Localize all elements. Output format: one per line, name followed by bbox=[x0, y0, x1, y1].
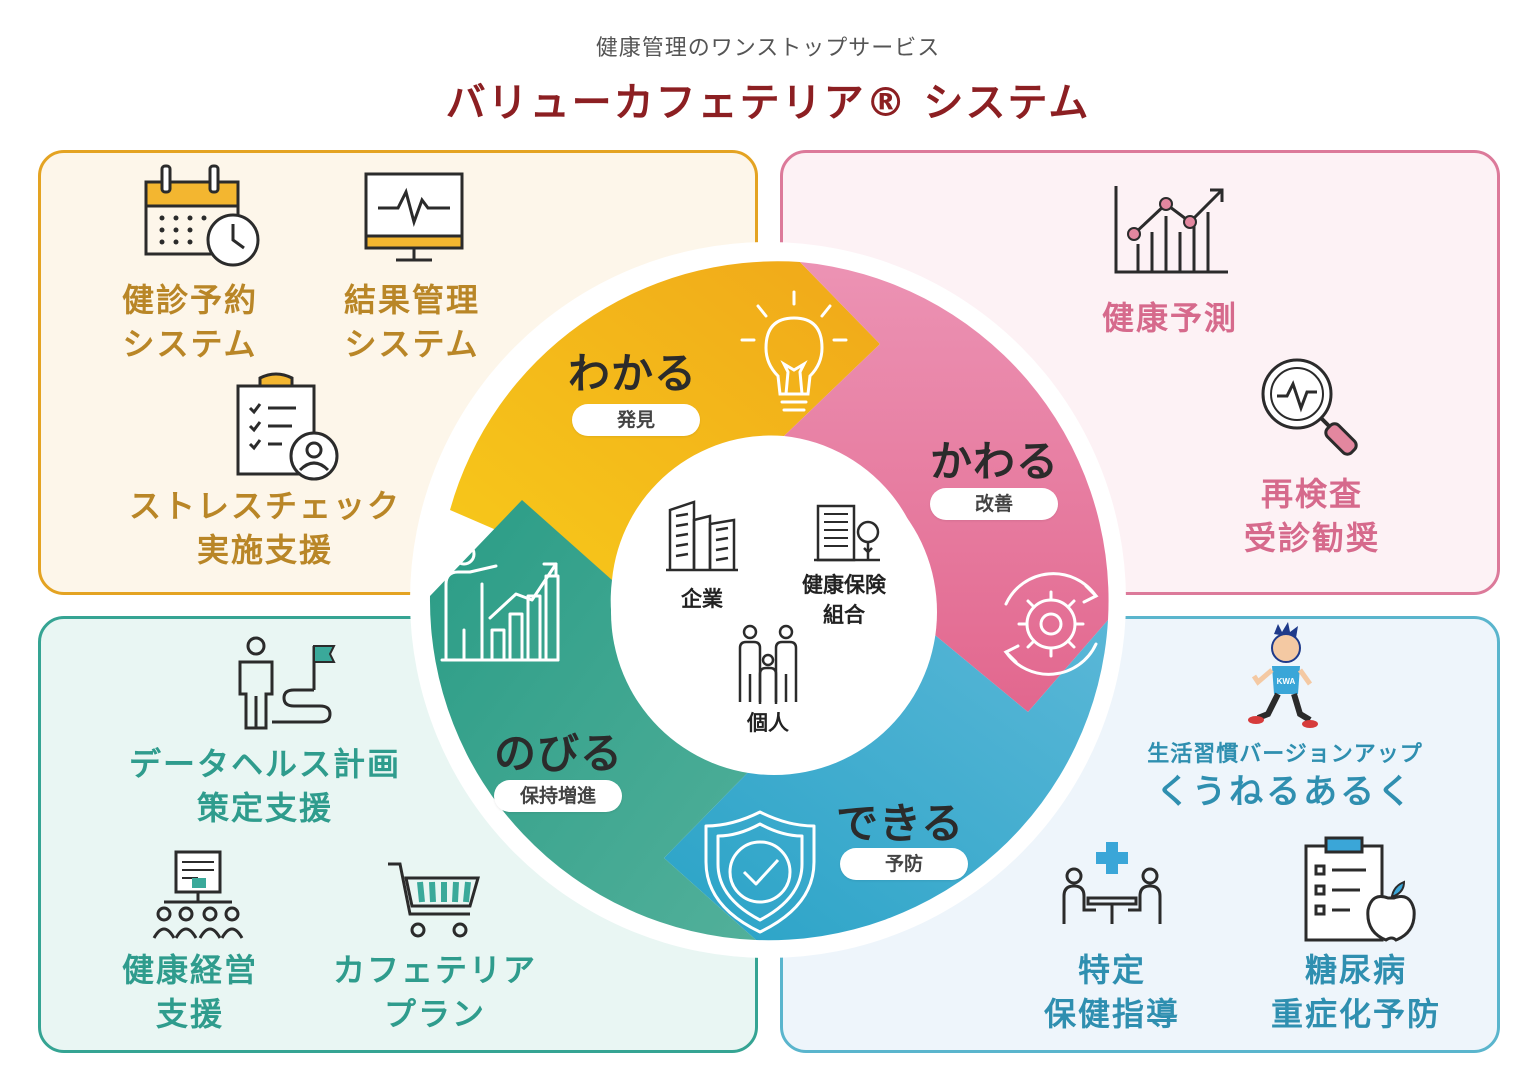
family-icon bbox=[738, 624, 798, 704]
lightbulb-icon bbox=[740, 290, 848, 412]
monitor-pulse-icon bbox=[364, 172, 464, 262]
mascot-title: くうねるあるく bbox=[1155, 772, 1415, 812]
stage-tag-discover: 発見 bbox=[572, 404, 700, 436]
stage-tag-improve: 改善 bbox=[930, 488, 1058, 520]
consultation-icon bbox=[1062, 842, 1162, 924]
stage-word-grow: のびる bbox=[494, 729, 624, 778]
mascot-tagline: 生活習慣バージョンアップ bbox=[1147, 742, 1423, 767]
label-checkup-booking: 健診予約 システム bbox=[121, 281, 258, 363]
company-building-icon bbox=[666, 500, 738, 572]
trend-chart-icon bbox=[1114, 186, 1228, 274]
stage-word-prevent: できる bbox=[836, 799, 965, 848]
cart-icon bbox=[388, 862, 480, 938]
center-company: 企業 bbox=[681, 587, 723, 611]
gear-cycle-icon bbox=[1003, 572, 1099, 676]
person-flag-icon bbox=[238, 636, 336, 730]
segment-prevent bbox=[664, 620, 1108, 941]
label-result-management: 結果管理 システム bbox=[343, 281, 480, 363]
header-subtitle: 健康管理のワンストップサービス bbox=[595, 36, 941, 61]
stage-word-discover: わかる bbox=[568, 349, 698, 398]
insurer-building-icon bbox=[814, 504, 880, 562]
stage-tag-prevent: 予防 bbox=[840, 848, 968, 880]
stage-word-improve: かわる bbox=[930, 437, 1060, 486]
mascot-shirt-text: KWA bbox=[1277, 677, 1296, 686]
label-health-management: 健康経営 支援 bbox=[121, 951, 258, 1033]
label-diabetes-prevention: 糖尿病 重症化予防 bbox=[1270, 951, 1441, 1033]
mascot-runner-icon: KWA bbox=[1248, 622, 1318, 728]
org-chart-icon bbox=[152, 850, 244, 939]
center-individual: 個人 bbox=[747, 711, 789, 735]
calendar-clock-icon bbox=[144, 164, 260, 267]
presenter-growth-icon bbox=[440, 542, 560, 662]
segment-improve bbox=[784, 262, 1109, 712]
shield-check-icon bbox=[704, 810, 816, 934]
label-health-prediction: 健康予測 bbox=[1101, 299, 1238, 337]
segment-grow bbox=[429, 500, 760, 940]
magnifier-pulse-icon bbox=[1261, 358, 1358, 456]
page-title: バリューカフェテリア® システム bbox=[445, 80, 1091, 126]
center-insurer: 健康保険 組合 bbox=[802, 573, 886, 627]
stage-tag-grow: 保持増進 bbox=[494, 780, 622, 812]
clipboard-apple-icon bbox=[1304, 836, 1416, 942]
label-specific-guidance: 特定 保健指導 bbox=[1043, 951, 1180, 1033]
label-cafeteria-plan: カフェテリア プラン bbox=[332, 951, 537, 1033]
label-stress-check: ストレスチェック 実施支援 bbox=[128, 487, 401, 569]
label-reexam-recommend: 再検査 受診勧奨 bbox=[1243, 475, 1380, 557]
label-data-health-plan: データヘルス計画 策定支援 bbox=[128, 745, 401, 827]
clipboard-person-icon bbox=[236, 372, 339, 481]
